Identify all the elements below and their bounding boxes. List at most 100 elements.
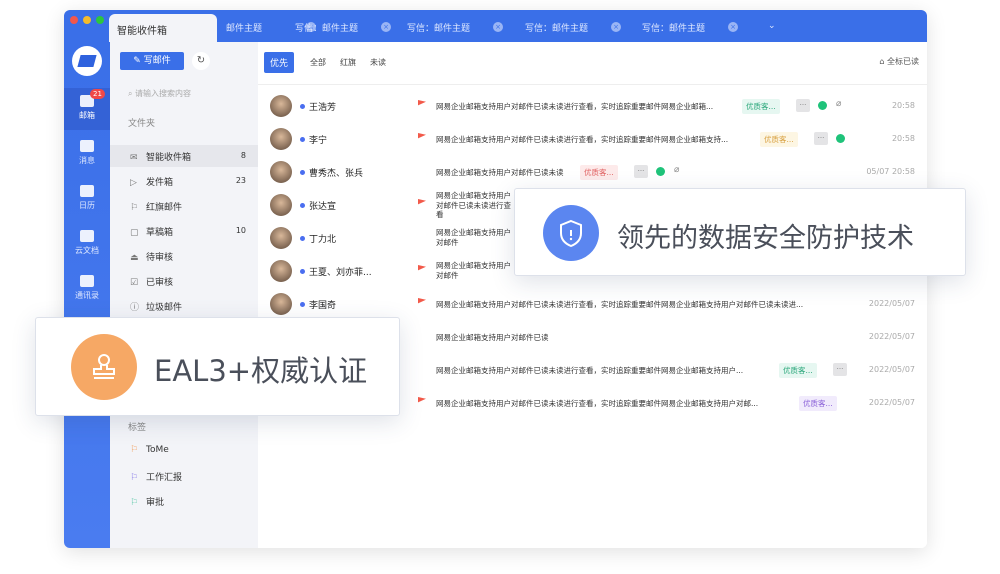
minimize-dot[interactable]	[83, 16, 91, 24]
tag-icon: ⚐	[130, 473, 139, 483]
avatar	[270, 161, 292, 183]
mail-row[interactable]: 王浩芳网易企业邮箱支持用户对邮件已读未读进行查看，实时追踪重要邮件网易企业邮箱.…	[258, 89, 927, 122]
red-flag-icon[interactable]	[418, 298, 426, 304]
folder-label: 红旗邮件	[146, 203, 183, 213]
folder-icon: ▢	[130, 228, 139, 238]
maximize-dot[interactable]	[96, 16, 104, 24]
refresh-icon[interactable]: ↻	[192, 52, 210, 70]
mail-row[interactable]: 李国奇网易企业邮箱支持用户对邮件已读未读进行查看，实时追踪重要邮件网易企业邮箱支…	[258, 287, 927, 320]
attachment-icon: ⌀	[674, 165, 680, 175]
tab-smart-inbox[interactable]: 智能收件箱	[109, 14, 217, 42]
mail-time: 2022/05/07	[868, 398, 915, 407]
unread-dot	[300, 236, 305, 241]
chevron-down-icon[interactable]: ⌄	[768, 21, 776, 31]
close-tab-icon[interactable]: ×	[493, 22, 503, 32]
compose-button[interactable]: ✎ 写邮件	[120, 52, 184, 70]
mail-subject: 网易企业邮箱支持用户对邮件已读未读进行查看，实时追踪重要邮件网易企业邮箱支持用户…	[436, 399, 759, 408]
tag-icon: ⚐	[130, 445, 139, 455]
tag-label: 审批	[146, 498, 165, 508]
mail-time: 2022/05/07	[868, 365, 915, 374]
filter-tab-1[interactable]: 全部	[310, 58, 326, 67]
more-tags-button[interactable]: ...	[634, 165, 648, 178]
tab-3[interactable]: 写信：邮件主题 ×	[525, 21, 625, 35]
label-tag[interactable]: 优质客...	[799, 396, 837, 411]
mail-row[interactable]: 网易企业邮箱支持用户对邮件已读未读进行查看，实时追踪重要邮件网易企业邮箱支持用户…	[258, 386, 927, 419]
folder-label: 已审核	[146, 278, 174, 288]
tag-icon: ⚐	[130, 498, 139, 508]
mail-row[interactable]: 丁力北网易企业邮箱支持用户对邮件	[258, 221, 927, 254]
unread-dot	[300, 203, 305, 208]
tag-item[interactable]: ⚐工作汇报	[110, 465, 258, 487]
folder-item[interactable]: ⏏待审核	[110, 245, 258, 267]
mail-subject: 网易企业邮箱支持用户对邮件已读未读进行查看，实时追踪重要邮件网易企业邮箱支持用户…	[436, 366, 744, 375]
mail-row[interactable]: 曹秀杰、张兵网易企业邮箱支持用户对邮件已读未读优质客......⌀05/07 2…	[258, 155, 927, 188]
folder-label: 草稿箱	[146, 228, 174, 238]
rail-item-4[interactable]: 通讯录	[64, 268, 110, 310]
tab-2[interactable]: 写信：邮件主题×	[407, 21, 507, 35]
tab-4[interactable]: 写信：邮件主题×	[642, 21, 742, 35]
close-tab-icon[interactable]: ×	[728, 22, 738, 32]
tag-item[interactable]: ⚐ 审批	[110, 490, 258, 512]
rail-item-2[interactable]: 日历	[64, 178, 110, 220]
more-tags-button[interactable]: ...	[833, 363, 847, 376]
label-tag[interactable]: 优质客...	[742, 99, 780, 114]
more-tags-button[interactable]: ...	[814, 132, 828, 145]
label-tag[interactable]: 优质客...	[779, 363, 817, 378]
mail-time: 2022/05/07	[868, 332, 915, 341]
red-flag-icon[interactable]	[418, 397, 426, 403]
unread-dot	[300, 170, 305, 175]
search-placeholder: 请输入搜索内容	[135, 89, 192, 98]
mail-subject: 网易企业邮箱支持用户对邮件已读未读进行查看，实时追踪重要邮件网易企业邮箱...	[436, 102, 714, 111]
search-input[interactable]: ⌕ 请输入搜索内容	[128, 88, 191, 99]
cloud-doc-icon	[80, 230, 94, 242]
mail-window: 智能收件箱 邮件主题×写信：邮件主题×写信：邮件主题×写信：邮件主题×写信：邮件…	[64, 10, 927, 548]
close-tab-icon[interactable]: ×	[306, 22, 316, 32]
security-card-text: 领先的数据安全防护技术	[617, 223, 914, 254]
mail-subject: 网易企业邮箱支持用户对邮件已读未读进行查看，实时追踪重要邮件网易企业邮箱支持用户…	[436, 300, 804, 309]
mail-time: 2022/05/07	[868, 299, 915, 308]
mail-row[interactable]: 王夏、刘亦菲...网易企业邮箱支持用户对邮件	[258, 254, 927, 287]
sender-name: 王夏、刘亦菲...	[309, 268, 372, 278]
filter-tab-3[interactable]: 未读	[370, 58, 386, 67]
label-tag[interactable]: 优质客...	[760, 132, 798, 147]
red-flag-icon[interactable]	[418, 100, 426, 106]
tab-0[interactable]: 邮件主题×	[226, 21, 318, 35]
mark-all-label: 全标已读	[887, 57, 919, 66]
folder-icon: ☑	[130, 278, 139, 288]
close-tab-icon[interactable]: ×	[381, 22, 391, 32]
tab-label: 写信：邮件主题	[525, 24, 589, 34]
red-flag-icon[interactable]	[418, 133, 426, 139]
tag-item[interactable]: ⚐ToMe	[110, 440, 258, 462]
mark-all-read-button[interactable]: ⌂ 全标已读	[879, 57, 919, 66]
filter-tab-2[interactable]: 红旗	[340, 58, 356, 67]
red-flag-icon[interactable]	[418, 199, 426, 205]
tag-section-title: 标签	[128, 423, 147, 433]
more-tags-button[interactable]: ...	[796, 99, 810, 112]
app-logo	[72, 46, 102, 76]
mail-row[interactable]: 张达宣网易企业邮箱支持用户对邮件已读未读进行查看	[258, 188, 927, 221]
rail-item-label: 日历	[79, 201, 95, 210]
close-dot[interactable]	[70, 16, 78, 24]
close-tab-icon[interactable]: ×	[611, 22, 621, 32]
mail-row[interactable]: 李宁网易企业邮箱支持用户对邮件已读未读进行查看，实时追踪重要邮件网易企业邮箱支持…	[258, 122, 927, 155]
folder-item[interactable]: ⚐红旗邮件	[110, 195, 258, 217]
contacts-icon	[80, 275, 94, 287]
sender-name: 丁力北	[309, 235, 337, 245]
folder-item[interactable]: ☑ 已审核	[110, 270, 258, 292]
unread-badge: 21	[90, 89, 105, 99]
label-tag[interactable]: 优质客...	[580, 165, 618, 180]
filter-tab-0[interactable]: 优先	[264, 52, 295, 73]
tab-1[interactable]: 写信：邮件主题×	[295, 21, 395, 35]
compose-label: 写邮件	[143, 56, 171, 66]
mail-list-panel: 优先 全部 红旗 未读 ⌂ 全标已读 王浩芳网易企业邮箱支持用户对邮件已读未读进行查看…	[258, 42, 927, 548]
red-flag-icon[interactable]	[418, 265, 426, 271]
rail-item-1[interactable]: 消息	[64, 133, 110, 175]
rail-item-3[interactable]: 云文档	[64, 223, 110, 265]
mail-row[interactable]: 网易企业邮箱支持用户对邮件已读未读进行查看，实时追踪重要邮件网易企业邮箱支持用户…	[258, 353, 927, 386]
